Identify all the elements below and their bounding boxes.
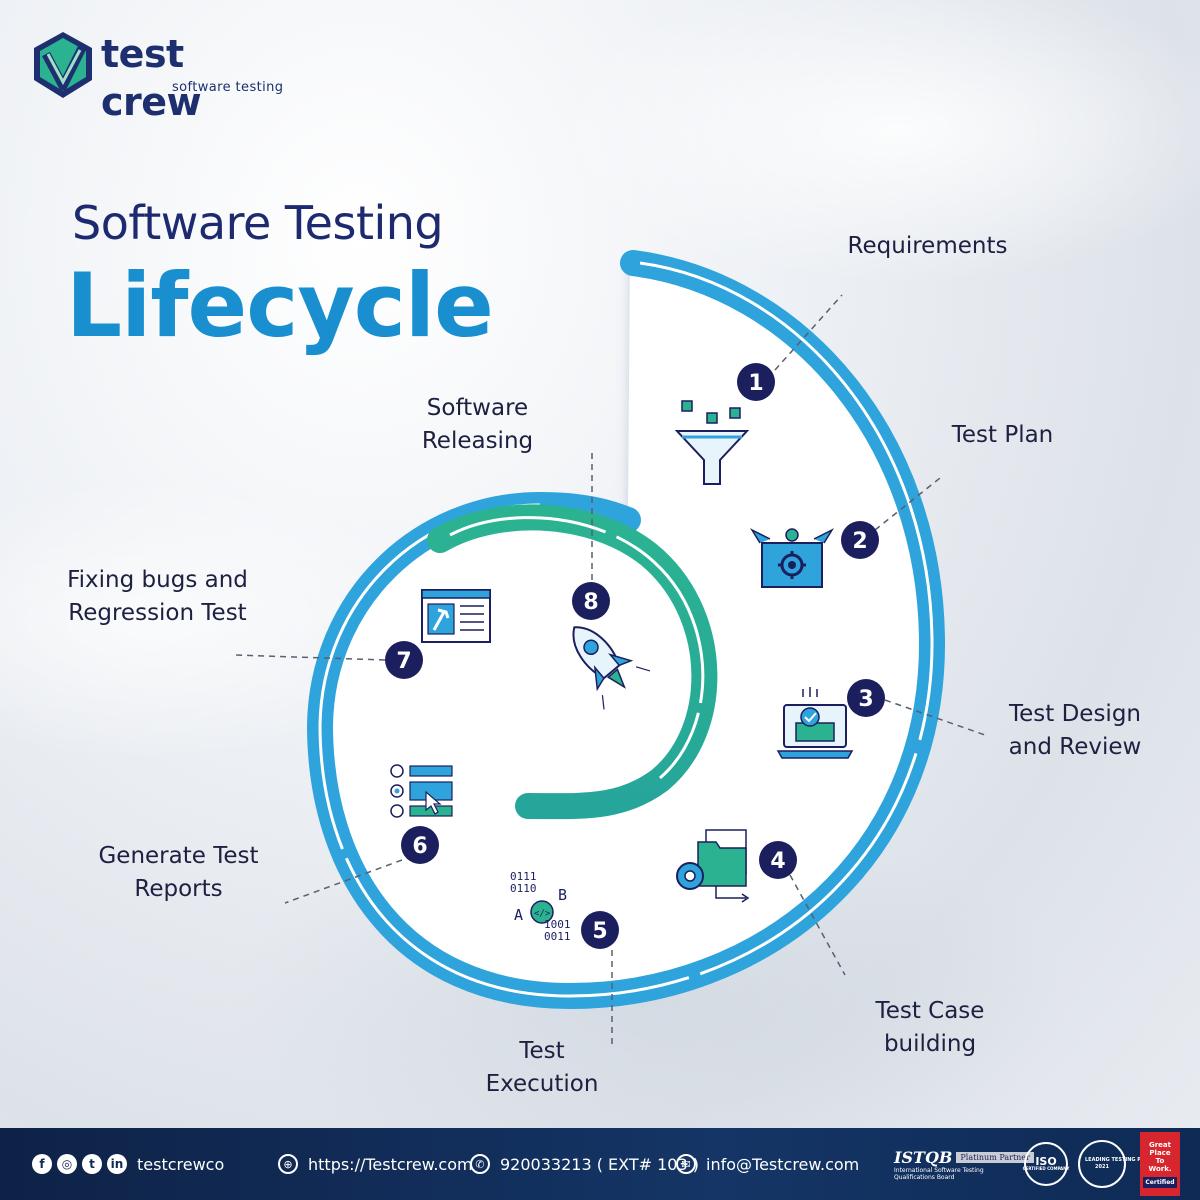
spiral-outer-highlight	[318, 261, 934, 998]
step-badge-6: 6	[401, 826, 439, 864]
gptw-text: Great Place To Work.	[1148, 1140, 1172, 1173]
brand-name: test crew	[101, 32, 202, 124]
linkedin-icon[interactable]: in	[107, 1154, 127, 1174]
step-number: 6	[412, 834, 427, 859]
istqb-partner-label: Platinum Partner	[956, 1151, 1034, 1163]
step-number: 5	[592, 919, 607, 944]
website-text[interactable]: https://Testcrew.com	[308, 1154, 473, 1174]
leader-line-7	[234, 654, 386, 661]
brand-tagline: software testing	[172, 80, 284, 95]
laptop-check-icon	[776, 687, 854, 759]
phone-link[interactable]: ✆ 920033213 ( EXT# 103 )	[470, 1128, 699, 1200]
step-badge-5: 5	[581, 911, 619, 949]
leading-providers-year: 2021	[1095, 1163, 1109, 1170]
email-text[interactable]: info@Testcrew.com	[706, 1154, 860, 1174]
svg-text:A: A	[514, 906, 523, 924]
spiral-inner-highlight	[449, 516, 705, 780]
rocket-icon	[572, 626, 651, 710]
step-label-generate-reports: Generate Test Reports	[98, 843, 259, 902]
iso-subtext: CERTIFIED COMPANY	[1022, 1166, 1070, 1171]
email-icon: ✉	[676, 1154, 696, 1174]
svg-text:B: B	[558, 886, 567, 904]
funnel-icon	[674, 400, 750, 485]
folders-gear-icon	[676, 829, 750, 903]
svg-text:0110: 0110	[510, 882, 537, 895]
step-number: 4	[770, 849, 785, 874]
step-number: 8	[583, 590, 598, 615]
svg-text:0011: 0011	[544, 930, 571, 943]
leader-line-3	[884, 699, 986, 736]
iso-text: ISO	[1035, 1155, 1057, 1168]
istqb-logo-text: ISTQB	[894, 1147, 953, 1167]
leader-line-2	[874, 477, 941, 531]
step-badge-2: 2	[841, 521, 879, 559]
leader-line-1	[774, 294, 843, 371]
step-number: 3	[858, 687, 873, 712]
twitter-icon[interactable]: t	[82, 1154, 102, 1174]
instagram-icon[interactable]: ◎	[57, 1154, 77, 1174]
step-badge-8: 8	[572, 582, 610, 620]
toolbox-gear-icon	[749, 528, 835, 588]
facebook-icon[interactable]: f	[32, 1154, 52, 1174]
great-place-to-work-badge: Great Place To Work. Certified	[1140, 1128, 1180, 1200]
step-label-fixing-bugs: Fixing bugs and Regression Test	[67, 567, 248, 626]
lifecycle-spiral-diagram: 0111 0110 B </> A 1001 0011	[234, 250, 986, 1045]
step-badge-3: 3	[847, 679, 885, 717]
leading-providers-text: LEADING TESTING PROVIDERS	[1085, 1156, 1170, 1163]
step-label-test-execution: Test Execution	[485, 1038, 599, 1097]
brand-logo[interactable]: test crew software testing	[26, 28, 286, 124]
step-number-badges: 1 2 3 4 5 6 7 8	[385, 363, 885, 949]
binary-code-icon: 0111 0110 B </> A 1001 0011	[510, 870, 571, 943]
phone-icon: ✆	[470, 1154, 490, 1174]
iso-badge: ISO CERTIFIED COMPANY	[1022, 1128, 1070, 1200]
email-link[interactable]: ✉ info@Testcrew.com	[676, 1128, 859, 1200]
leading-providers-badge: LEADING TESTING PROVIDERS 2021	[1078, 1128, 1170, 1200]
leader-lines	[234, 294, 986, 1045]
browser-wrench-icon	[421, 589, 491, 643]
leader-line-6	[284, 859, 403, 904]
spiral-fill	[324, 262, 926, 990]
svg-text:</>: </>	[534, 909, 551, 919]
step-number: 2	[852, 529, 867, 554]
istqb-badge: ISTQB Platinum Partner International Sof…	[894, 1128, 1034, 1200]
step-badge-1: 1	[737, 363, 775, 401]
report-list-icon	[390, 764, 453, 818]
logo-mark-icon	[34, 32, 92, 98]
step-badge-4: 4	[759, 841, 797, 879]
globe-icon: ⊕	[278, 1154, 298, 1174]
phone-text[interactable]: 920033213 ( EXT# 103 )	[500, 1154, 699, 1174]
leader-line-4	[789, 874, 846, 976]
svg-text:0111: 0111	[510, 870, 537, 883]
social-links: f ◎ t in testcrewco	[32, 1128, 224, 1200]
step-label-test-plan: Test Plan	[951, 422, 1054, 448]
gptw-certified: Certified	[1143, 1176, 1177, 1188]
social-handle[interactable]: testcrewco	[137, 1154, 225, 1174]
step-number: 7	[396, 649, 411, 674]
step-badge-7: 7	[385, 641, 423, 679]
step-label-requirements: Requirements	[847, 233, 1008, 259]
istqb-subtitle: International Software Testing Qualifica…	[894, 1166, 984, 1181]
page-title: Software Testing	[72, 196, 444, 250]
step-label-test-design: Test Design and Review	[1008, 701, 1142, 760]
step-label-software-releasing: Software Releasing	[421, 395, 534, 454]
page-title-emphasis: Lifecycle	[66, 254, 494, 357]
footer-bar: f ◎ t in testcrewco ⊕ https://Testcrew.c…	[0, 1128, 1200, 1200]
step-number: 1	[748, 371, 763, 396]
step-label-test-case: Test Case building	[875, 998, 985, 1057]
svg-text:1001: 1001	[544, 918, 571, 931]
website-link[interactable]: ⊕ https://Testcrew.com	[278, 1128, 473, 1200]
